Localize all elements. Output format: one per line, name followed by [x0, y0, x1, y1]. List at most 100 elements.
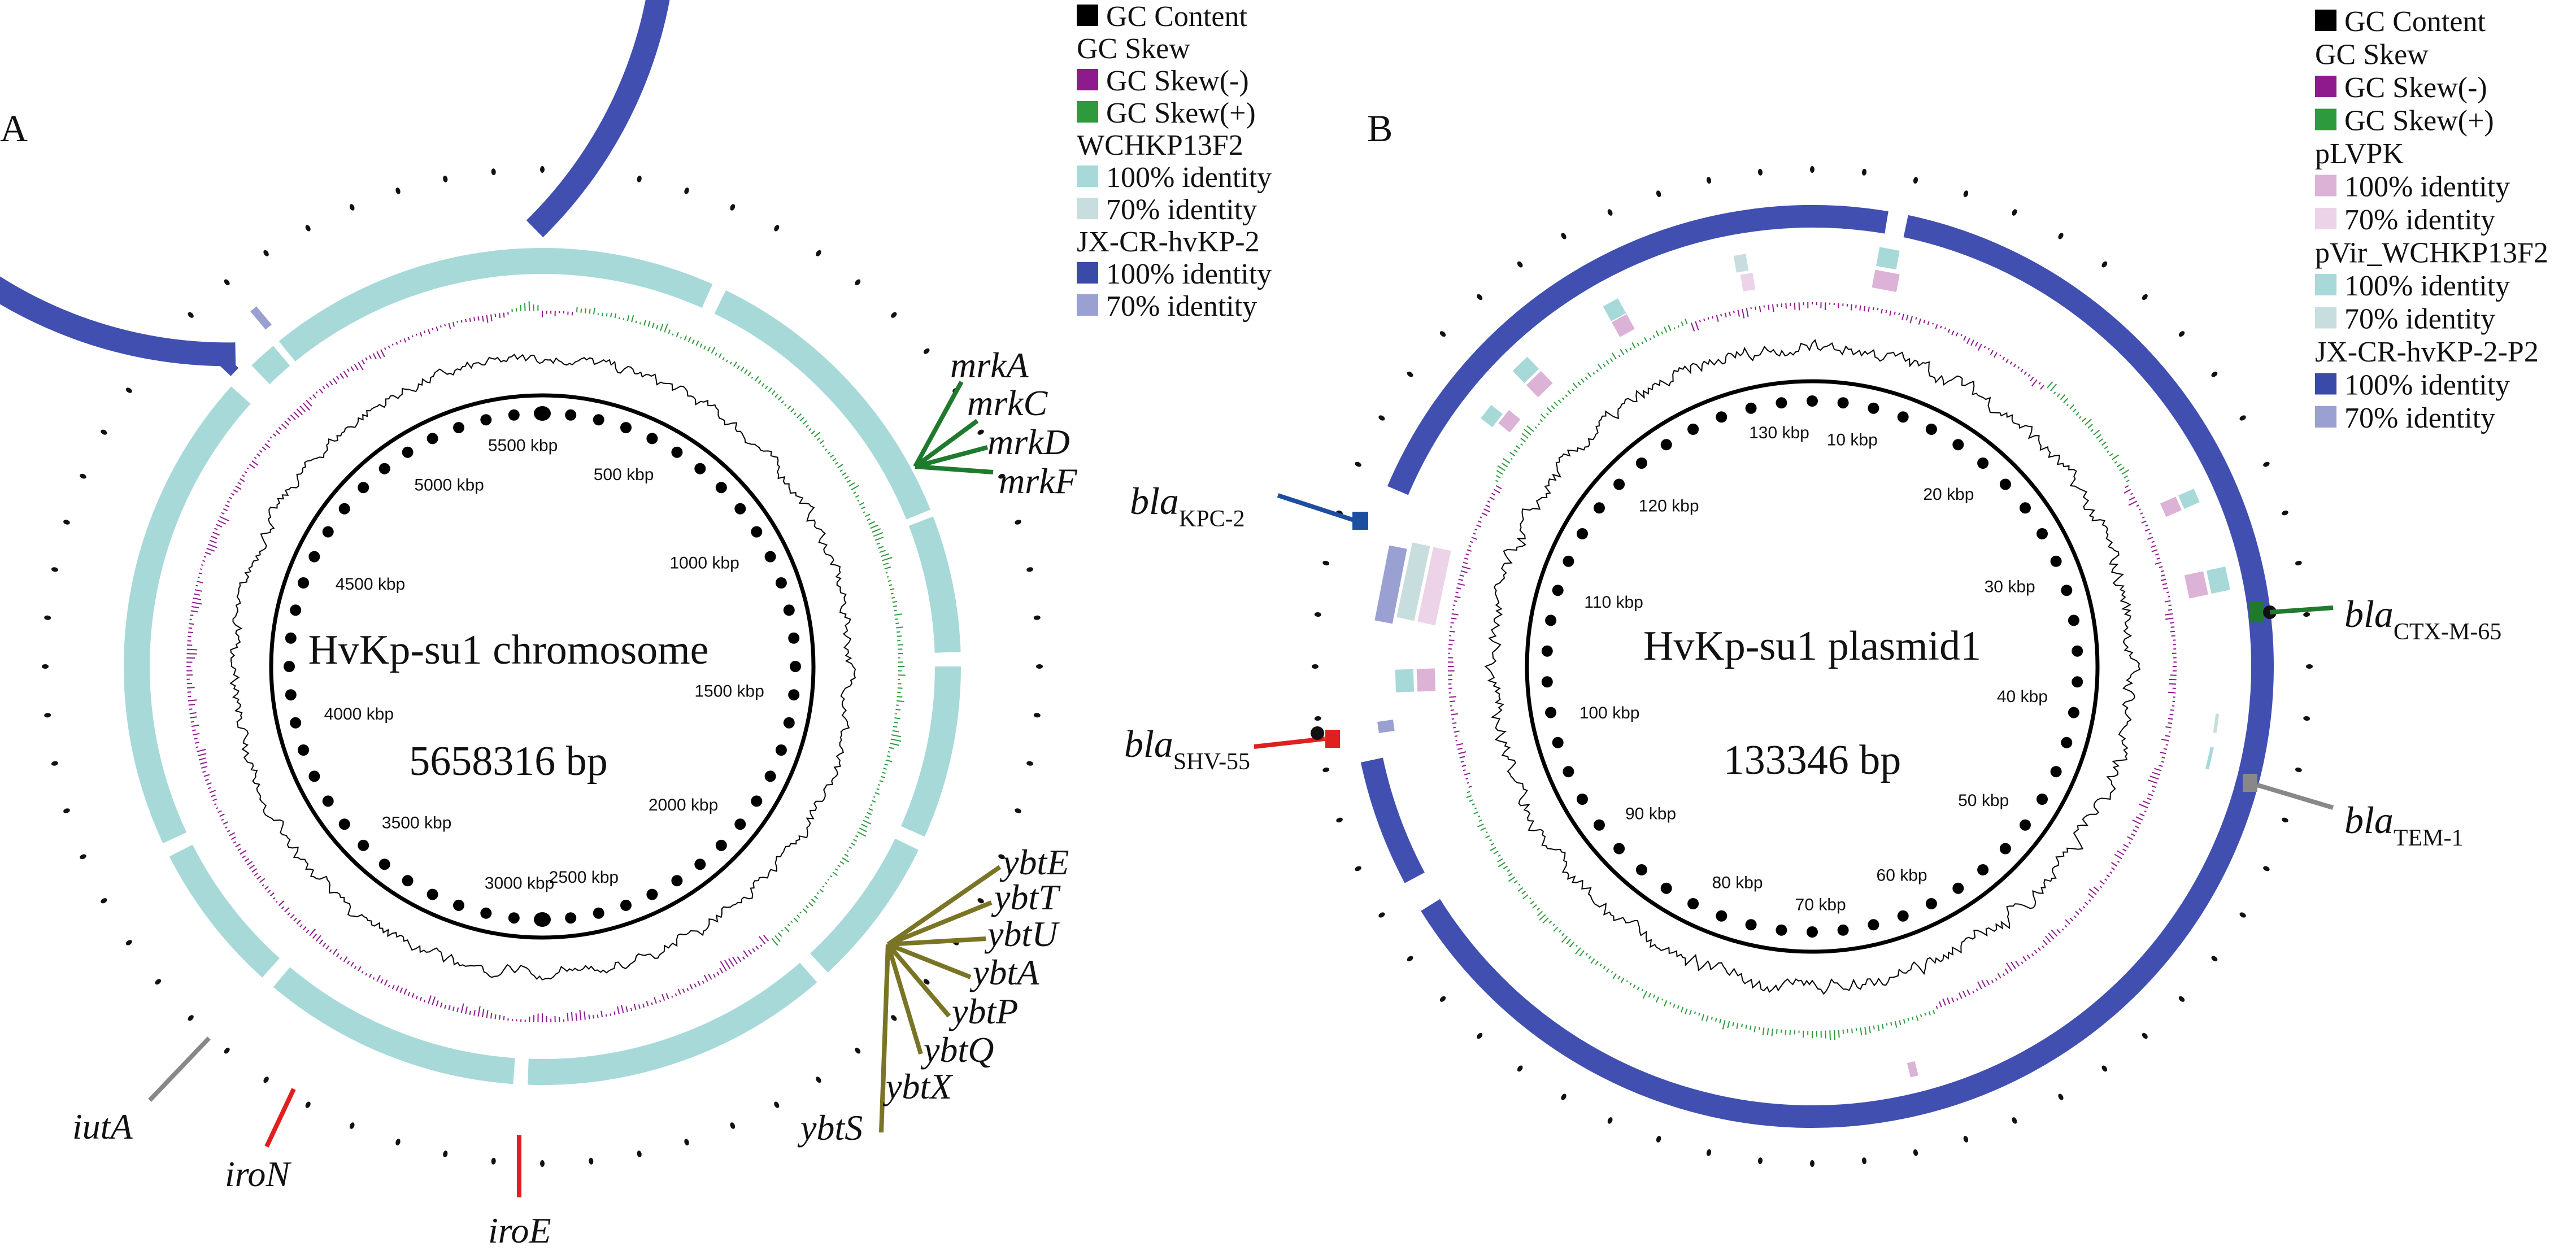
- skew-line: [306, 399, 312, 407]
- skew-line: [2121, 469, 2129, 475]
- tick-mark: [1897, 910, 1909, 922]
- skew-line: [713, 974, 716, 978]
- identity-block: [1416, 668, 1436, 692]
- ctx-m-65-marker: [2249, 602, 2264, 622]
- skew-line: [702, 981, 704, 984]
- skew-line: [893, 726, 898, 728]
- skew-line: [343, 371, 349, 378]
- skew-line: [857, 831, 867, 837]
- outer-dot: [224, 279, 230, 286]
- skew-line: [2133, 829, 2138, 833]
- legend-group-label: GC Skew: [2315, 39, 2429, 71]
- skew-line: [1877, 1025, 1880, 1031]
- iutA-line: [148, 1036, 211, 1102]
- skew-line: [340, 957, 342, 960]
- skew-line: [602, 312, 603, 316]
- skew-line: [822, 445, 825, 448]
- skew-line: [1977, 981, 1982, 990]
- skew-line: [281, 424, 287, 429]
- gene-label-iroN: iroN: [225, 1154, 291, 1194]
- tick-mark: [2061, 737, 2073, 748]
- skew-line: [605, 1014, 607, 1017]
- skew-line: [1478, 819, 1482, 822]
- skew-line: [2056, 393, 2061, 398]
- skew-line: [198, 572, 202, 574]
- skew-line: [2169, 683, 2177, 685]
- skew-line: [844, 476, 849, 480]
- skew-line: [834, 461, 838, 465]
- skew-line: [2075, 412, 2079, 416]
- tick-mark: [1868, 919, 1879, 931]
- gene-label-ybtA: ybtA: [969, 952, 1039, 992]
- skew-line: [346, 368, 350, 372]
- tem-1-sub: TEM-1: [2394, 825, 2464, 851]
- skew-line: [1496, 470, 1503, 475]
- skew-line: [2011, 961, 2016, 969]
- panel-a-gene-callouts: mrkA mrkC mrkD mrkF ybtE ybtT ybtU ybtA …: [72, 345, 1078, 1250]
- outer-dot: [224, 1047, 230, 1054]
- skew-line: [867, 812, 872, 816]
- skew-line: [2170, 630, 2175, 633]
- tick-mark: [646, 888, 658, 900]
- outer-dot: [816, 1077, 821, 1083]
- skew-line: [1465, 553, 1470, 556]
- skew-line: [848, 846, 852, 849]
- skew-line: [391, 984, 395, 990]
- tick-mark: [1837, 924, 1849, 936]
- skew-line: [1642, 991, 1648, 999]
- skew-line: [2132, 819, 2142, 825]
- skew-line: [1977, 343, 1982, 351]
- skew-line: [251, 868, 258, 873]
- legend-swatch: [1077, 69, 1098, 90]
- skew-line: [1842, 1029, 1844, 1034]
- tick-mark: [1687, 898, 1699, 909]
- skew-line: [1554, 401, 1559, 407]
- skew-line: [1966, 337, 1970, 345]
- skew-line: [1664, 326, 1668, 333]
- tick-mark: [2050, 766, 2062, 778]
- teal-ring-arc: [273, 967, 515, 1084]
- tick-mark: [783, 717, 795, 729]
- skew-line: [751, 377, 754, 379]
- legend-group-label: WCHKP13F2: [1077, 129, 1243, 162]
- outer-dot: [51, 761, 58, 766]
- skew-line: [601, 1010, 603, 1018]
- skew-line: [747, 372, 752, 377]
- outer-dot: [101, 429, 107, 435]
- outer-dot: [855, 1047, 861, 1054]
- skew-line: [2072, 408, 2077, 413]
- identity-block: [2205, 747, 2214, 770]
- skew-line: [2126, 480, 2130, 482]
- outer-dot: [1810, 1160, 1814, 1167]
- panel-b-gc-content-track: [1484, 339, 2141, 995]
- outer-dot: [2058, 1093, 2064, 1100]
- skew-line: [201, 765, 208, 769]
- skew-line: [217, 810, 222, 813]
- skew-line: [1451, 613, 1459, 616]
- skew-line: [861, 506, 865, 509]
- tick-mark: [402, 875, 414, 887]
- skew-line: [225, 504, 230, 508]
- skew-line: [851, 485, 859, 491]
- skew-line: [188, 695, 192, 698]
- tick-mark: [534, 912, 551, 927]
- skew-line: [2030, 376, 2034, 382]
- tick-mark: [1660, 439, 1672, 451]
- outer-dot: [2142, 1032, 2148, 1039]
- skew-line: [194, 742, 199, 744]
- skew-line: [221, 818, 224, 821]
- skew-line: [2147, 537, 2153, 540]
- skew-line: [1471, 537, 1478, 540]
- skew-line: [1497, 465, 1505, 471]
- skew-line: [2154, 768, 2162, 772]
- tick-mark: [1716, 411, 1728, 423]
- outer-dot: [2303, 716, 2310, 721]
- skew-line: [742, 956, 745, 960]
- skew-line: [469, 1010, 471, 1016]
- skew-line: [859, 827, 867, 833]
- legend-label: 70% identity: [2344, 402, 2495, 434]
- skew-line: [895, 618, 898, 620]
- skew-line: [1727, 1021, 1730, 1029]
- skew-line: [246, 467, 249, 470]
- outer-dot: [589, 1157, 594, 1165]
